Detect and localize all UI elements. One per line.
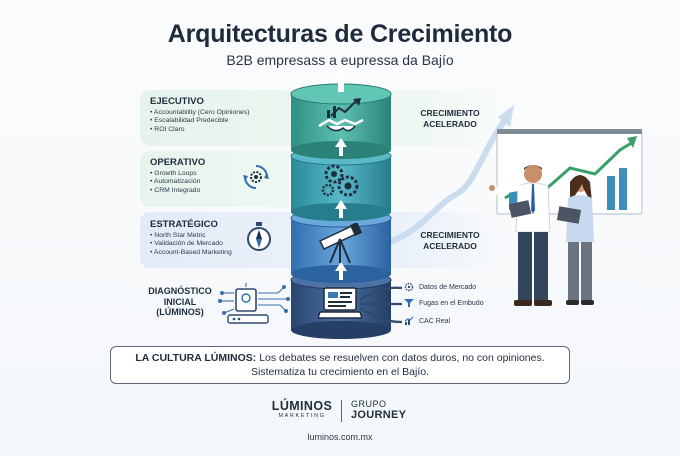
level-title: DIAGNÓSTICO INICIAL (LÚMINOS) bbox=[148, 286, 212, 317]
list-item: ROI Claro bbox=[150, 126, 290, 134]
culture-text-1: Los debates se resuelven con datos duros… bbox=[256, 352, 545, 364]
level-title: ESTRATÉGICO bbox=[150, 219, 218, 230]
luminos-logo-name: LÚMINOS bbox=[271, 399, 333, 413]
page-subtitle: B2B empresass a eupressa da Bajío bbox=[226, 52, 454, 68]
cycle-gear-icon bbox=[243, 165, 269, 189]
gears-icon bbox=[321, 164, 359, 197]
culture-callout: LA CULTURA LÚMINOS: Los debates se resue… bbox=[110, 346, 570, 384]
level-items: Growth Loops Automatización CRM Integrad… bbox=[150, 170, 290, 195]
list-item: Account-Based Marketing bbox=[150, 249, 290, 257]
chart-up-icon bbox=[404, 316, 414, 325]
luminos-logo: LÚMINOS MARKETING bbox=[270, 399, 334, 419]
luminos-logo-sub: MARKETING bbox=[278, 413, 326, 419]
level-ejecutivo: EJECUTIVO Accountability (Cero Opiniones… bbox=[150, 96, 290, 134]
handshake-growth-icon bbox=[318, 98, 364, 132]
logo-divider bbox=[341, 400, 342, 422]
list-item: CRM Integrado bbox=[150, 187, 290, 195]
label-crecimiento-acelerado-top: CRECIMIENTO ACELERADO bbox=[420, 108, 480, 129]
background-trend-arrow bbox=[380, 105, 514, 248]
level-diagnostico: DIAGNÓSTICO INICIAL (LÚMINOS) bbox=[140, 286, 220, 318]
list-item: North Star Metric bbox=[150, 232, 290, 240]
culture-text-2: Sistematiza tu crecimiento en el Bajío. bbox=[251, 366, 429, 378]
list-item: Escalabilidad Predecible bbox=[150, 117, 290, 125]
data-flow-lines bbox=[360, 286, 403, 324]
data-item-datos-mercado: Datos de Mercado bbox=[404, 282, 476, 292]
data-item-label: Fugas en el Embudo bbox=[419, 299, 484, 307]
culture-line-1: LA CULTURA LÚMINOS: Los debates se resue… bbox=[111, 351, 569, 365]
data-item-fugas-embudo: Fugas en el Embudo bbox=[404, 298, 484, 308]
laptop-data-icon bbox=[318, 287, 362, 319]
page-title: Arquitecturas de Crecimiento bbox=[167, 20, 513, 48]
data-item-label: CAC Real bbox=[419, 317, 451, 325]
level-items: North Star Metric Validación de Mercado … bbox=[150, 232, 290, 257]
level-items: Accountability (Cero Opiniones) Escalabi… bbox=[150, 109, 290, 134]
level-estrategico: ESTRATÉGICO North Star Metric Validación… bbox=[150, 219, 290, 257]
compass-icon bbox=[247, 222, 271, 251]
presenters-illustration bbox=[489, 165, 594, 306]
telescope-icon bbox=[318, 223, 362, 264]
circuit-device-icon bbox=[218, 283, 290, 324]
list-item: Accountability (Cero Opiniones) bbox=[150, 109, 290, 117]
list-item: Growth Loops bbox=[150, 170, 290, 178]
level-title: OPERATIVO bbox=[150, 157, 206, 168]
label-crecimiento-acelerado-mid: CRECIMIENTO ACELERADO bbox=[420, 230, 480, 251]
data-item-label: Datos de Mercado bbox=[419, 283, 477, 291]
level-title: EJECUTIVO bbox=[150, 96, 204, 107]
funnel-icon bbox=[404, 299, 414, 307]
gear-data-icon bbox=[404, 282, 414, 292]
grupo-journey-bottom: JOURNEY bbox=[351, 409, 407, 421]
level-operativo: OPERATIVO Growth Loops Automatización CR… bbox=[150, 157, 290, 195]
grupo-journey-logo: GRUPO JOURNEY bbox=[351, 399, 421, 421]
list-item: Validación de Mercado bbox=[150, 240, 290, 248]
website-url: luminos.com.mx bbox=[307, 432, 373, 442]
list-item: Automatización bbox=[150, 178, 290, 186]
data-item-cac-real: CAC Real bbox=[404, 316, 450, 326]
culture-lead: LA CULTURA LÚMINOS: bbox=[135, 352, 257, 364]
grupo-journey-top: GRUPO bbox=[351, 399, 387, 409]
